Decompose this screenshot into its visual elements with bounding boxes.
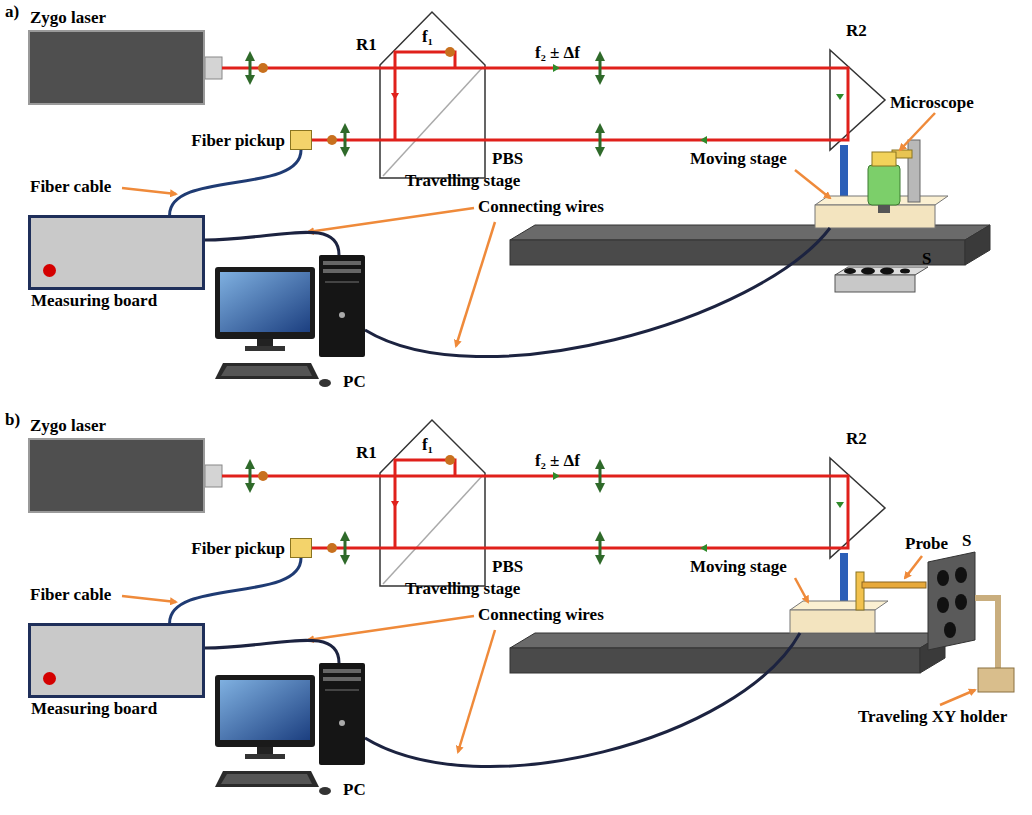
part-label: Travelling stage [405, 580, 520, 598]
part-label: Connecting wires [478, 198, 604, 216]
part-label: Connecting wires [478, 606, 604, 624]
indicator-led [43, 264, 56, 277]
indicator-led [43, 672, 56, 685]
node-label: Zygo laser [30, 9, 106, 27]
part-label: Fiber cable [30, 178, 111, 196]
computer: PC [215, 663, 370, 803]
part-label: R2 [846, 22, 867, 40]
part-label: Moving stage [690, 150, 787, 168]
measuring-board: Measuring board [28, 623, 205, 698]
part-label: S [962, 532, 971, 550]
laser-box: Zygo laser [28, 438, 205, 513]
connecting-wire [205, 640, 339, 663]
part-label: S [922, 250, 931, 268]
fiber-cable [170, 150, 301, 215]
part-label: f₁ [422, 28, 433, 46]
part-label: f₂ ± Δf [535, 452, 580, 470]
part-label: Microscope [890, 94, 974, 112]
part-label: R1 [356, 36, 377, 54]
part-label: PBS [492, 150, 523, 168]
node-label: PC [343, 781, 366, 799]
part-label: PBS [492, 558, 523, 576]
node-label: Fiber pickup [191, 540, 285, 558]
node-label: Measuring board [31, 700, 157, 718]
measuring-board: Measuring board [28, 215, 205, 290]
fiber-pickup: Fiber pickup [290, 538, 312, 558]
part-label: Probe [905, 535, 948, 553]
connecting-wire [205, 232, 339, 255]
part-label: f₂ ± Δf [535, 44, 580, 62]
part-label: R2 [846, 430, 867, 448]
node-label: Fiber pickup [191, 132, 285, 150]
part-label: Fiber cable [30, 586, 111, 604]
part-label: Moving stage [690, 558, 787, 576]
part-label: Traveling XY holder [858, 708, 1007, 726]
part-label: a) [5, 3, 19, 21]
fiber-cable [170, 558, 301, 623]
part-label: b) [5, 411, 20, 429]
node-label: PC [343, 373, 366, 391]
laser-box: Zygo laser [28, 30, 205, 105]
part-label: Travelling stage [405, 172, 520, 190]
fiber-pickup: Fiber pickup [290, 130, 312, 150]
computer: PC [215, 255, 370, 395]
part-label: R1 [356, 444, 377, 462]
node-label: Measuring board [31, 292, 157, 310]
node-label: Zygo laser [30, 417, 106, 435]
part-label: f₁ [422, 436, 433, 454]
